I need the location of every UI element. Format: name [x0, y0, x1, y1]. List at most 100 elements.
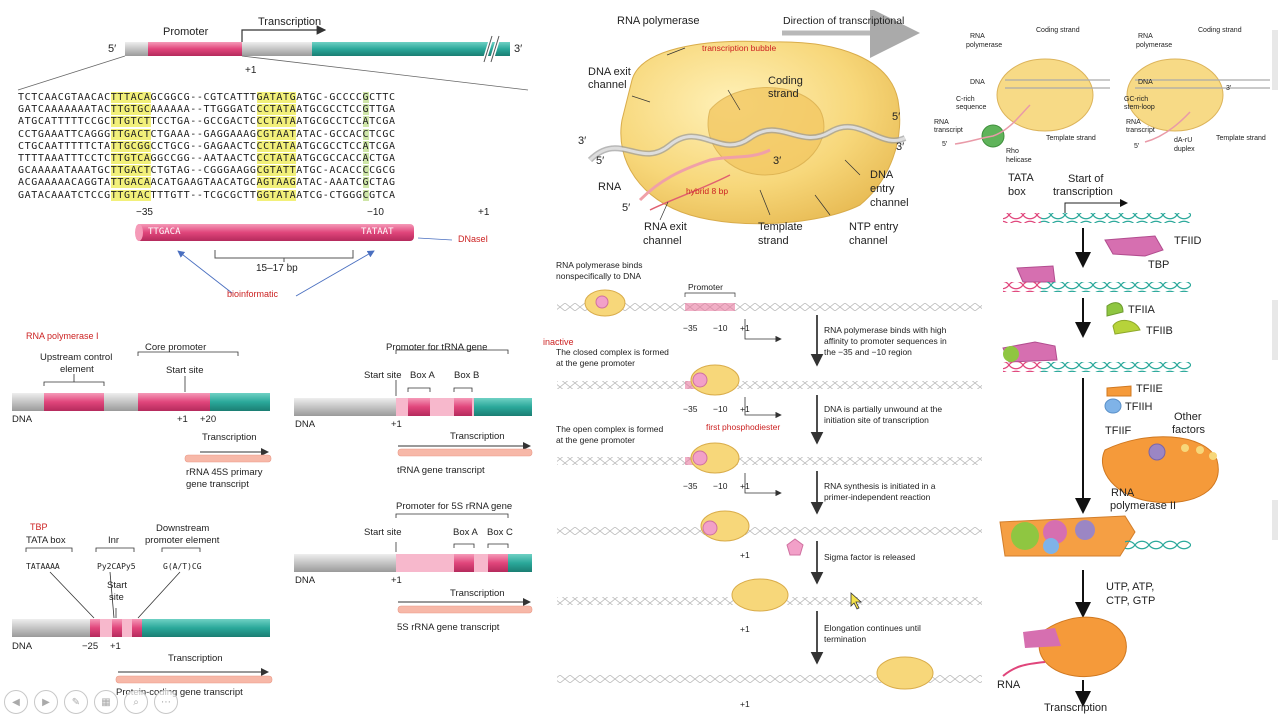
five-prime-2: 5′ [596, 155, 605, 167]
core-promoter-segment [138, 393, 210, 411]
tfiih-icon [1104, 398, 1122, 414]
dna-entry-label-3: channel [870, 197, 909, 209]
term-template-label: Template strand [1046, 135, 1096, 142]
pol1-transcript-label-2: gene transcript [186, 479, 249, 490]
downstream-label-1: Downstream [156, 523, 210, 534]
inactive-annotation: inactive [543, 337, 574, 347]
sequence-row: GATACAAATCTCCGTTGTACTTTGTT--TCGCGCTTGGTA… [18, 189, 396, 201]
step2-line1: DNA is partially unwound at the [824, 404, 943, 414]
transcription-steps-diagram [557, 289, 982, 690]
spacing-label: 15–17 bp [256, 263, 298, 274]
transcribed-segment [312, 42, 510, 56]
term-rna-label-2: transcript [934, 127, 963, 134]
trna-transcription-label: Transcription [450, 431, 505, 442]
pen-button[interactable]: ✎ [64, 690, 88, 714]
tfiie-icon [1106, 385, 1132, 397]
pen-icon: ✎ [71, 696, 81, 708]
consensus-minus10: TATAAT [361, 227, 394, 237]
three-prime-2: 3′ [896, 141, 905, 153]
ntp-list-label-1: UTP, ATP, [1106, 581, 1155, 593]
trna-dna-label: DNA [295, 419, 316, 430]
next-slide-button[interactable]: ▶ [34, 690, 58, 714]
closed-line1: The closed complex is formed [556, 347, 669, 357]
bacterial-promoter-diagram [17, 25, 529, 297]
start-label-2: site [109, 592, 124, 603]
tata-box-label: TATA box [26, 535, 66, 546]
start-tx-label-2: transcription [1053, 186, 1113, 198]
tfiif-label: TFIIF [1105, 425, 1132, 437]
dau-label-1: dA-rU [1174, 137, 1193, 144]
tfiih-label: TFIIH [1125, 401, 1153, 413]
pol1-transcription-label: Transcription [202, 432, 257, 443]
other-factors-label-2: factors [1172, 424, 1206, 436]
slide-nav-bar: ◀ ▶ ✎ ▦ ⌕ ⋯ [4, 688, 178, 716]
pol2-plus1-label: +1 [110, 641, 121, 652]
trna-box-a [408, 398, 430, 416]
trna-boxb-label: Box B [454, 370, 480, 381]
trna-diagram [294, 349, 533, 457]
sigma-plus1: +1 [740, 624, 750, 634]
slides-icon: ▦ [101, 696, 111, 708]
more-icon: ⋯ [161, 696, 171, 708]
rnap-label: RNA polymerase [617, 15, 700, 27]
rrna5s-transcription-label: Transcription [450, 588, 505, 599]
ntp-label-2: channel [849, 235, 888, 247]
step2-line2: initiation site of transcription [824, 415, 929, 425]
bubble-annotation: transcription bubble [702, 43, 777, 53]
rna-exit-label-2: channel [643, 235, 682, 247]
upstream-control-element [44, 393, 104, 411]
term-rnap-label-2: polymerase [966, 42, 1003, 49]
crich-label-2: sequence [956, 104, 987, 111]
promoter-segment [148, 42, 242, 56]
rna-exit-label-1: RNA exit [644, 221, 687, 233]
rna-label: RNA [598, 181, 622, 193]
trna-box-b [454, 398, 472, 416]
term2-five-label: 5′ [1134, 143, 1140, 150]
term-rna-label-1: RNA [934, 119, 949, 126]
rrna5s-box-a [454, 554, 474, 572]
dna-segment [242, 42, 312, 56]
step1-line3: the −35 and −10 region [824, 347, 912, 357]
next-icon: ▶ [42, 696, 50, 708]
pol1-diagram [12, 351, 272, 463]
zoom-button[interactable]: ⌕ [124, 690, 148, 714]
sequence-row: GATCAAAAAAATACTTGTGCAAAAAA--TTGGGATCCCTA… [18, 104, 396, 116]
pol2-transcript-label: Protein-coding gene transcript [116, 687, 243, 698]
gc-label-2: stem-loop [1124, 104, 1155, 111]
closed-plus1: +1 [740, 404, 750, 414]
prev-slide-button[interactable]: ◀ [4, 690, 28, 714]
open-line2: at the gene promoter [556, 435, 635, 445]
exit-label-1: DNA exit [588, 66, 631, 78]
pol2-promoter-diagram [12, 547, 273, 684]
open-minus35: −35 [683, 481, 698, 491]
term-rnap-label-1: RNA [970, 33, 985, 40]
term2-rnap-label-1: RNA [1138, 33, 1153, 40]
rrna5s-dna-label: DNA [295, 575, 316, 586]
inr-sequence: Py2CAPy5 [97, 562, 136, 571]
dnasei-annotation: DNaseI [458, 234, 489, 244]
start-tx-label-1: Start of [1068, 173, 1104, 185]
transcription-label: Transcription [258, 16, 322, 28]
core-promoter-label: Core promoter [145, 342, 207, 353]
sequence-row: CCTGAAATTCAGGGTTGACTCTGAAA--GAGGAAAGCGTA… [18, 128, 396, 140]
slides-button[interactable]: ▦ [94, 690, 118, 714]
ntp-list-label-2: CTP, GTP [1106, 595, 1156, 607]
rrna5s-start-label: Start site [364, 527, 402, 538]
five-prime-1: 5′ [892, 111, 901, 123]
upstream-label-1: Upstream control [40, 352, 113, 363]
tbp-annotation: TBP [30, 522, 48, 532]
zoom-icon: ⌕ [133, 696, 139, 708]
open-plus1: +1 [740, 481, 750, 491]
term-five-label: 5′ [942, 141, 948, 148]
consensus-minus35: TTGACA [148, 227, 181, 237]
ntp-label-1: NTP entry [849, 221, 899, 233]
elong-plus1: +1 [740, 699, 750, 709]
open-minus10: −10 [713, 481, 728, 491]
step4-label: Sigma factor is released [824, 552, 916, 562]
term2-template-label: Template strand [1216, 135, 1266, 142]
more-button[interactable]: ⋯ [154, 690, 178, 714]
minus35-label: −35 [136, 207, 153, 218]
sequence-row: CTGCAATTTTTCTATTGCGGCCTGCG--GAGAACTCCCTA… [18, 140, 396, 152]
pol2-assembly-diagram [999, 199, 1219, 707]
template-label-2: strand [758, 235, 789, 247]
